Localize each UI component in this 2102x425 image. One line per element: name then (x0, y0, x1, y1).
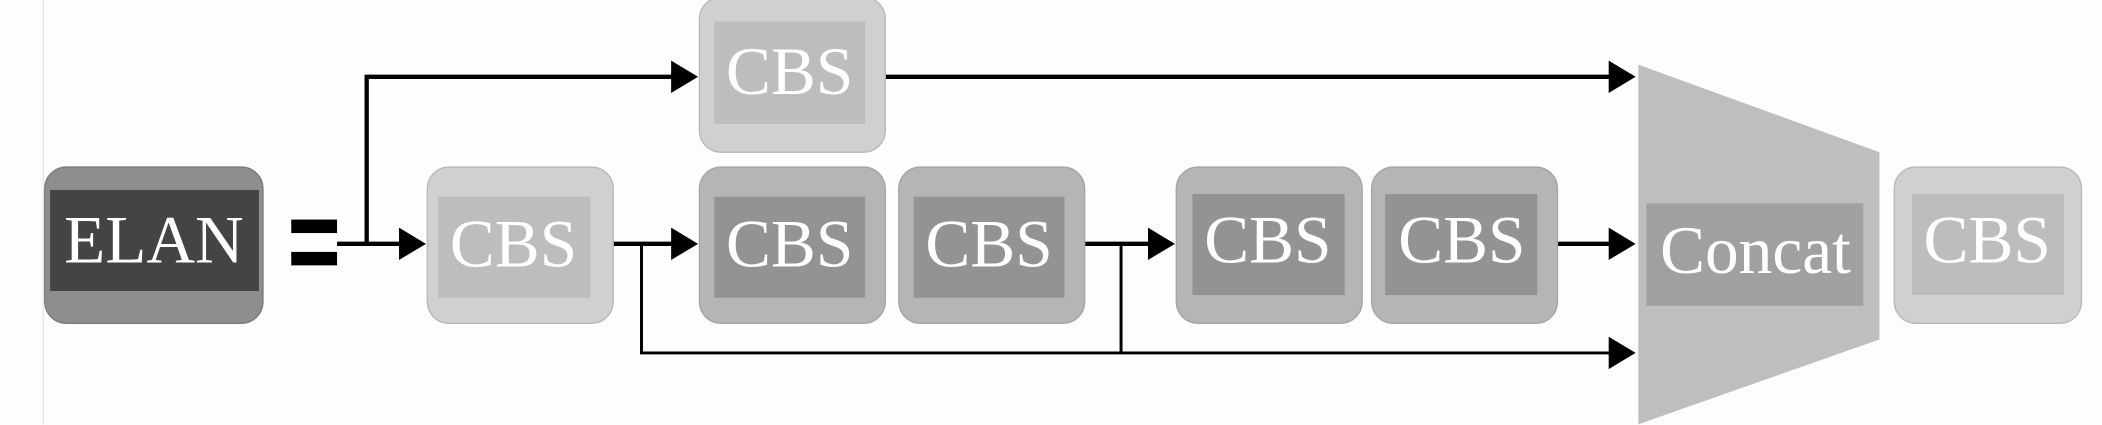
elan-label: ELAN (64, 202, 244, 277)
concat-block: Concat (1638, 64, 1880, 425)
cbs-5-label: CBS (1398, 202, 1525, 277)
cbs-4-label: CBS (1204, 202, 1331, 277)
cbs-block-3: CBS (898, 166, 1086, 324)
cbs-block-top: CBS (698, 0, 886, 153)
concat-label: Concat (1660, 213, 1851, 288)
cbs-block-output: CBS (1893, 166, 2083, 324)
cbs-block-1: CBS (426, 166, 614, 324)
cbs-block-2: CBS (698, 166, 886, 324)
cbs-top-label: CBS (726, 34, 853, 109)
cbs-3-label: CBS (925, 206, 1052, 281)
elan-block: ELAN (44, 166, 264, 324)
cbs-2-label: CBS (726, 206, 853, 281)
connectors (337, 60, 1636, 370)
cbs-block-5: CBS (1370, 166, 1559, 324)
cbs-1-label: CBS (450, 206, 577, 281)
equals-icon (291, 219, 338, 266)
cbs-block-4: CBS (1175, 166, 1363, 324)
cbs-output-label: CBS (1924, 202, 2051, 277)
